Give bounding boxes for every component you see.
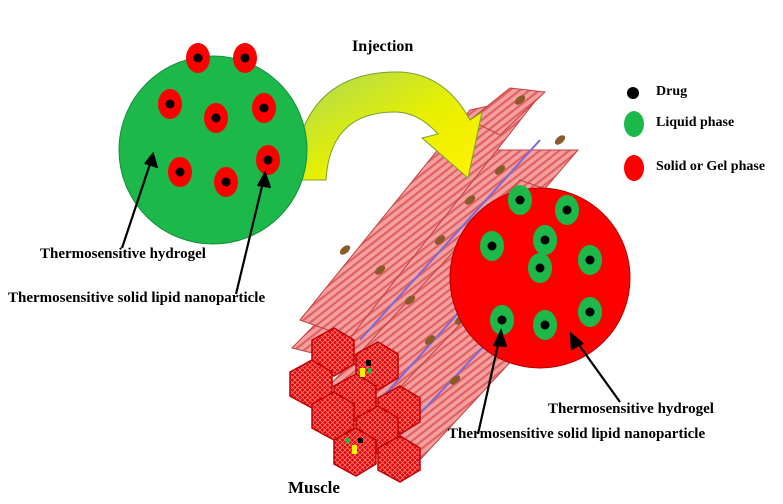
muscle-label: Muscle — [288, 478, 340, 498]
left-hydrogel-label: Thermosensitive hydrogel — [40, 246, 206, 263]
injection-arrow — [292, 72, 482, 180]
right-hydrogel-label: Thermosensitive hydrogel — [548, 401, 714, 418]
left-sln-label: Thermosensitive solid lipid nanoparticle — [8, 290, 265, 307]
legend-solid-label: Solid or Gel phase — [656, 159, 765, 175]
right-sln-label: Thermosensitive solid lipid nanoparticle — [448, 426, 705, 443]
legend — [624, 87, 644, 181]
legend-drug-label: Drug — [656, 84, 687, 100]
injection-label: Injection — [352, 38, 413, 56]
legend-drug-swatch — [627, 87, 639, 99]
left-hydrogel-circle — [119, 43, 307, 244]
legend-liquid-swatch — [624, 111, 644, 137]
legend-liquid-label: Liquid phase — [656, 115, 734, 131]
legend-solid-swatch — [624, 155, 644, 181]
